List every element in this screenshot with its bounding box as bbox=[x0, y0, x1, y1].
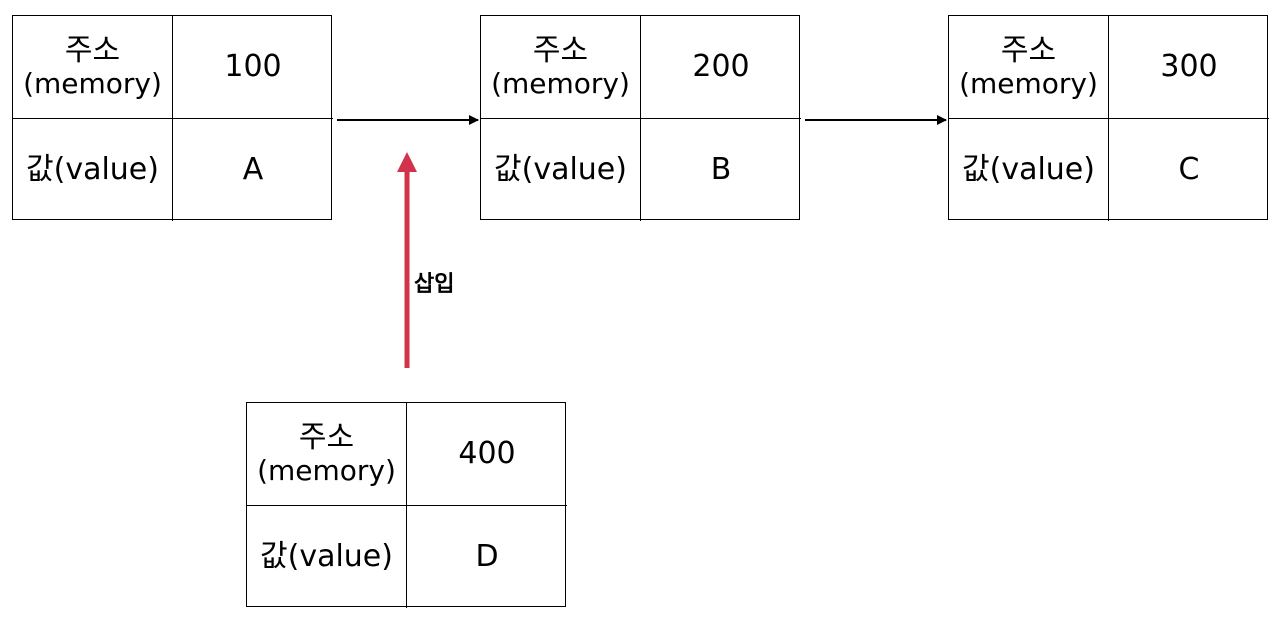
value-label: 값(value) bbox=[13, 119, 173, 221]
insert-label: 삽입 bbox=[414, 272, 455, 297]
address-label-cell: 주소 (memory) bbox=[247, 403, 407, 506]
address-value: 200 bbox=[641, 16, 801, 119]
address-label-cell: 주소 (memory) bbox=[949, 16, 1109, 119]
value-label: 값(value) bbox=[949, 119, 1109, 221]
address-label-sub: (memory) bbox=[491, 67, 630, 101]
node-value: C bbox=[1178, 151, 1200, 187]
node-d: 주소 (memory) 400 값(value) D bbox=[246, 402, 567, 608]
value-label: 값(value) bbox=[481, 119, 641, 221]
address-label-sub: (memory) bbox=[23, 67, 162, 101]
address-label: 주소 bbox=[532, 32, 589, 68]
address-label: 주소 bbox=[64, 32, 121, 68]
address-label-cell: 주소 (memory) bbox=[481, 16, 641, 119]
address-label: 주소 bbox=[298, 419, 355, 455]
node-b: 주소 (memory) 200 값(value) B bbox=[480, 15, 801, 221]
address-value: 100 bbox=[173, 16, 333, 119]
address-label-sub: (memory) bbox=[959, 67, 1098, 101]
address-label-cell: 주소 (memory) bbox=[13, 16, 173, 119]
address-value: 300 bbox=[1109, 16, 1269, 119]
value-label: 값(value) bbox=[247, 506, 407, 608]
address-label-sub: (memory) bbox=[257, 454, 396, 488]
node-a: 주소 (memory) 100 값(value) A bbox=[12, 15, 333, 221]
address-value: 400 bbox=[407, 403, 567, 506]
node-value: B bbox=[710, 151, 732, 187]
address-label: 주소 bbox=[1000, 32, 1057, 68]
node-value: A bbox=[242, 151, 264, 187]
node-c: 주소 (memory) 300 값(value) C bbox=[948, 15, 1269, 221]
node-value: D bbox=[475, 538, 499, 574]
